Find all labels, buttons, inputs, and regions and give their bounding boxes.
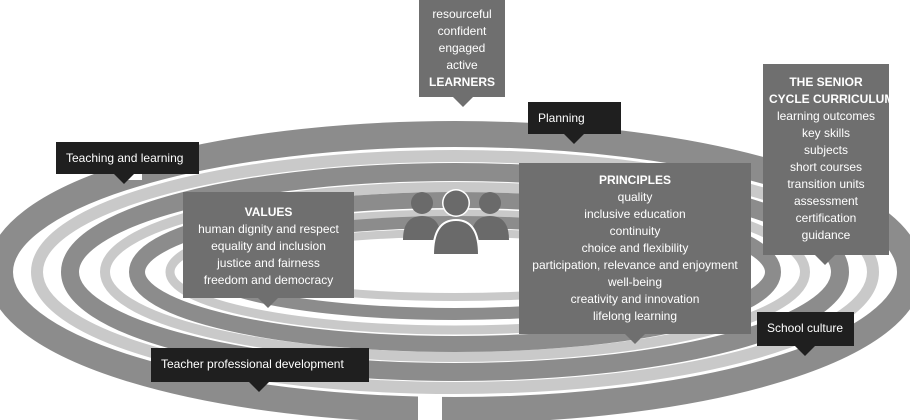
values-line-3: justice and fairness <box>217 256 320 270</box>
teacher-pd-text: Teacher professional development <box>161 357 344 371</box>
learners-line-3: engaged <box>438 41 486 55</box>
curriculum-line-4: short courses <box>789 160 863 174</box>
principles-callout: PRINCIPLES quality inclusive education c… <box>519 163 751 344</box>
curriculum-line-6: assessment <box>793 194 859 208</box>
values-line-1: human dignity and respect <box>198 222 339 236</box>
teaching-learning-label: Teaching and learning <box>56 142 199 184</box>
learners-callout: resourceful confident engaged active LEA… <box>419 0 505 107</box>
people-group-icon <box>403 189 509 256</box>
principles-line-5: participation, relevance and enjoyment <box>532 258 738 272</box>
curriculum-line-1: learning outcomes <box>776 109 876 123</box>
planning-label: Planning <box>528 102 621 144</box>
curriculum-line-8: guidance <box>801 228 851 242</box>
principles-heading: PRINCIPLES <box>598 173 671 187</box>
curriculum-heading-1: THE SENIOR <box>789 75 863 89</box>
values-heading: VALUES <box>244 205 293 219</box>
values-callout: VALUES human dignity and respect equalit… <box>183 192 354 308</box>
learners-line-2: confident <box>437 24 487 38</box>
learners-line-4: active <box>446 58 478 72</box>
principles-line-1: quality <box>617 190 653 204</box>
teacher-pd-label: Teacher professional development <box>151 348 369 392</box>
curriculum-line-7: certification <box>795 211 857 225</box>
curriculum-heading-2: CYCLE CURRICULUM <box>769 92 895 106</box>
planning-text: Planning <box>538 111 585 125</box>
principles-line-3: continuity <box>609 224 661 238</box>
principles-line-4: choice and flexibility <box>581 241 689 255</box>
principles-line-8: lifelong learning <box>592 309 678 323</box>
principles-line-7: creativity and innovation <box>570 292 700 306</box>
curriculum-callout: THE SENIOR CYCLE CURRICULUM learning out… <box>763 64 895 265</box>
curriculum-line-2: key skills <box>801 126 850 140</box>
teaching-learning-text: Teaching and learning <box>66 151 184 165</box>
learners-line-1: resourceful <box>432 7 492 21</box>
values-line-2: equality and inclusion <box>211 239 326 253</box>
principles-line-2: inclusive education <box>584 207 686 221</box>
school-culture-text: School culture <box>767 321 844 335</box>
learners-heading: LEARNERS <box>428 75 495 89</box>
curriculum-line-3: subjects <box>803 143 849 157</box>
values-line-4: freedom and democracy <box>203 273 334 287</box>
principles-line-6: well-being <box>607 275 663 289</box>
curriculum-line-5: transition units <box>787 177 865 191</box>
school-culture-label: School culture <box>757 312 854 356</box>
